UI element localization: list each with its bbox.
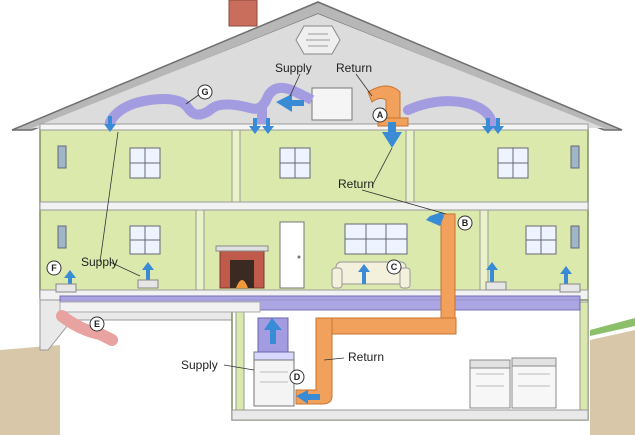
label-supply-second: Supply [81, 255, 118, 269]
return-duct [295, 213, 457, 405]
air-handler [311, 87, 353, 121]
furnace [253, 351, 295, 407]
basement-floor [231, 409, 589, 421]
register-3 [559, 283, 581, 293]
fireplace [215, 245, 269, 289]
ground-left [0, 345, 60, 435]
wall-lower-2 [479, 209, 489, 291]
side-window-left-lower [57, 225, 67, 249]
window-lower-2 [344, 223, 408, 255]
marker-a: A [372, 107, 388, 123]
washer [469, 359, 511, 409]
svg-text:A: A [377, 110, 384, 120]
side-window-left-upper [57, 145, 67, 169]
crawlspace-duct [56, 310, 118, 346]
supply-arrows [64, 94, 572, 404]
leader-lines [99, 73, 447, 371]
basement-wall-left [235, 301, 245, 419]
label-return-middle: Return [338, 177, 374, 191]
marker-b: B [457, 215, 473, 231]
dryer [511, 357, 557, 409]
insulated-duct [59, 301, 261, 313]
marker-f: F [46, 260, 62, 276]
grass-right [590, 318, 635, 336]
svg-text:F: F [51, 263, 57, 273]
marker-e: E [89, 316, 105, 332]
chimney [228, 0, 258, 27]
svg-text:G: G [201, 87, 208, 97]
label-supply-attic: Supply [275, 61, 312, 75]
supply-flex-duct-center [263, 82, 315, 105]
attic-floor [39, 123, 589, 131]
svg-text:E: E [94, 319, 100, 329]
register-2 [485, 281, 507, 291]
register-4 [55, 283, 77, 293]
marker-c: C [386, 259, 402, 275]
window-upper-3 [497, 147, 529, 179]
marker-g: G [197, 84, 213, 100]
marker-d: D [289, 369, 305, 385]
wall-lower-1 [195, 209, 205, 291]
window-upper-1 [129, 147, 161, 179]
interior-door [279, 221, 305, 289]
svg-text:D: D [294, 372, 301, 382]
arrow-attic-left [276, 94, 304, 112]
label-return-basement: Return [348, 350, 384, 364]
register-1 [137, 279, 159, 289]
wall-upper-1 [231, 129, 241, 203]
svg-text:C: C [391, 262, 398, 272]
label-return-attic: Return [336, 61, 372, 75]
window-upper-2 [279, 147, 311, 179]
window-lower-3 [525, 225, 557, 255]
ground-right [590, 330, 635, 435]
wall-upper-2 [405, 129, 415, 203]
basement-wall-right [579, 301, 589, 419]
label-supply-basement: Supply [181, 358, 218, 372]
side-window-right-lower [570, 225, 580, 249]
supply-flex-duct-left [105, 91, 273, 127]
side-window-right-upper [570, 145, 580, 169]
second-floor-slab [39, 201, 589, 211]
svg-text:B: B [462, 218, 469, 228]
supply-flex-duct-right [403, 96, 497, 129]
window-lower-1 [129, 225, 161, 255]
